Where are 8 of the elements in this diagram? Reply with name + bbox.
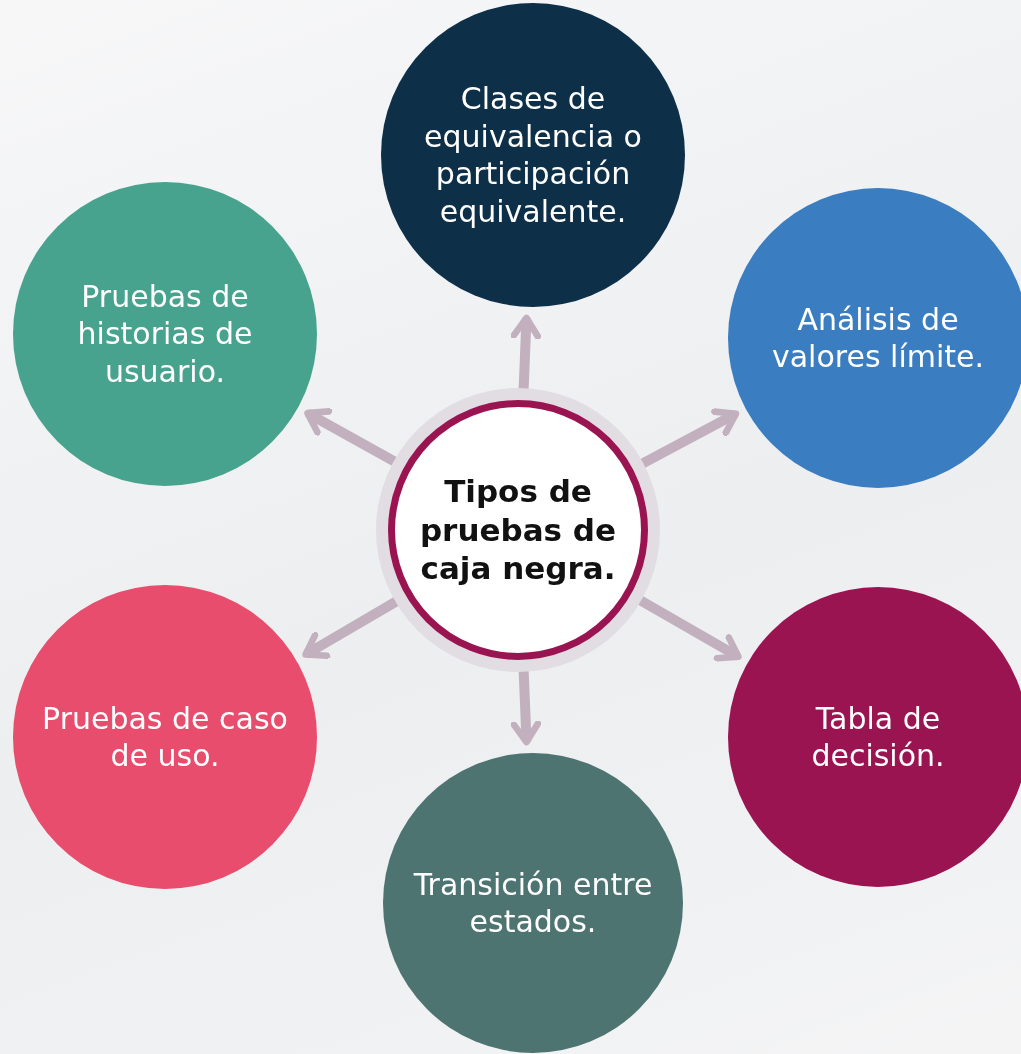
node-label: Transición entre estados.: [412, 865, 654, 941]
node-label: Pruebas de historias de usuario.: [76, 277, 254, 391]
node-label: Tipos de pruebas de caja negra.: [418, 471, 618, 589]
node-label: Tabla de decisión.: [810, 699, 946, 775]
node-label: Clases de equivalencia o participación equivalente.: [423, 80, 643, 230]
node-label: Análisis de valores límite.: [770, 300, 986, 376]
arrow: [636, 595, 742, 662]
node-label: Pruebas de caso de uso.: [41, 699, 289, 775]
